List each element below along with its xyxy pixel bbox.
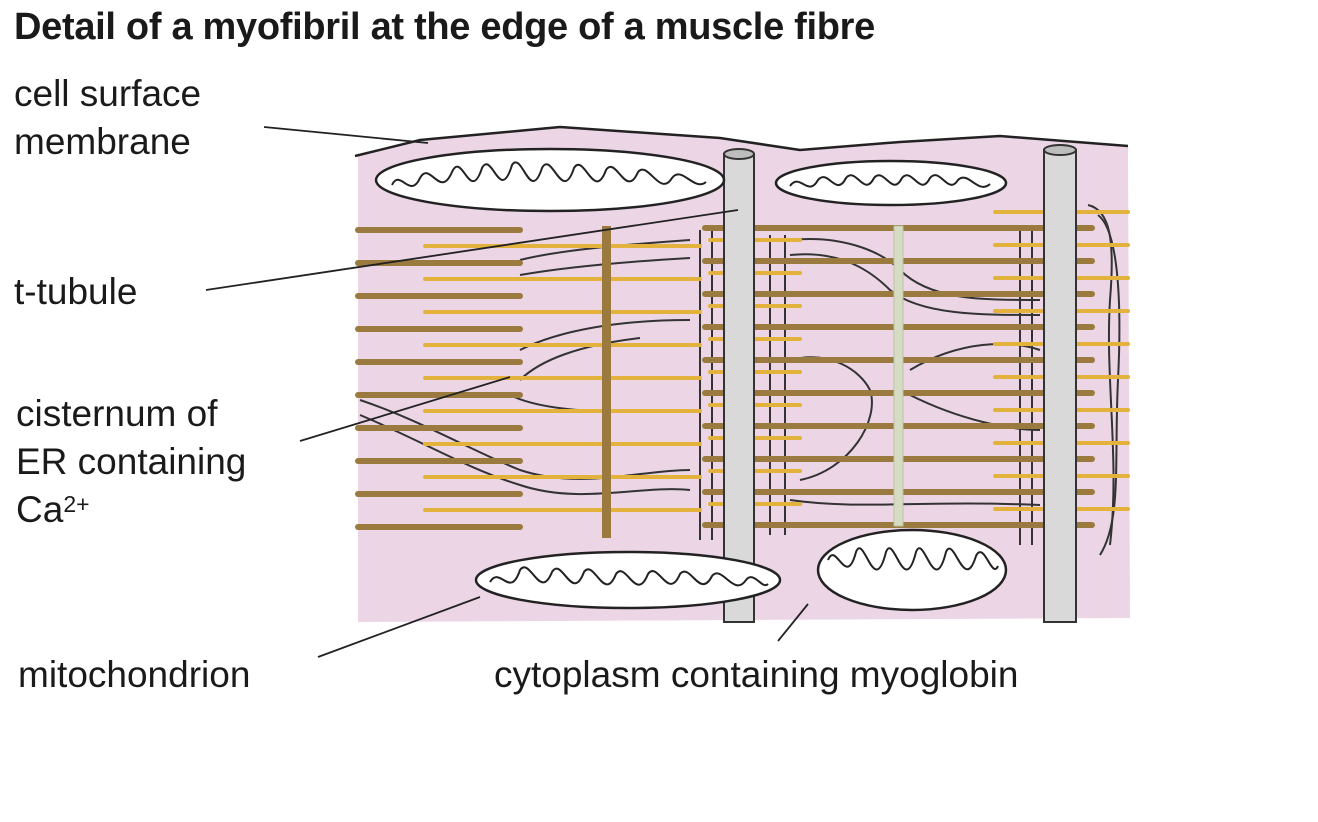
label-cell-surface-membrane: cell surface membrane bbox=[14, 70, 201, 166]
leader-cisternum bbox=[299, 376, 511, 442]
t-tubule-left bbox=[723, 148, 755, 623]
calcium-charge: 2+ bbox=[63, 491, 90, 517]
page-title: Detail of a myofibril at the edge of a m… bbox=[14, 6, 876, 48]
calcium-symbol: Ca bbox=[16, 489, 64, 530]
label-mitochondrion: mitochondrion bbox=[18, 654, 251, 695]
mitochondrion-top-right bbox=[774, 159, 1008, 207]
er-network bbox=[359, 204, 1121, 556]
myofilaments-left bbox=[355, 227, 702, 530]
leader-mitochondrion bbox=[317, 596, 481, 658]
mitochondrion-bottom-right bbox=[816, 528, 1008, 612]
label-cytoplasm: cytoplasm containing myoglobin bbox=[494, 654, 1019, 695]
mitochondrion-top-left bbox=[374, 147, 726, 213]
t-tubule-right bbox=[1043, 144, 1077, 623]
m-line-right bbox=[893, 225, 904, 527]
label-cisternum-line3: Ca2+ bbox=[16, 486, 246, 534]
mitochondrion-bottom-left bbox=[474, 550, 782, 610]
label-cell-surface-line1: cell surface bbox=[14, 73, 202, 114]
leader-t-tubule bbox=[205, 209, 739, 291]
leader-cytoplasm bbox=[777, 603, 809, 642]
leader-cell-surface bbox=[263, 126, 429, 144]
m-line-left bbox=[602, 226, 611, 538]
label-cisternum: cisternum of ER containing Ca2+ bbox=[16, 390, 246, 534]
label-t-tubule: t-tubule bbox=[14, 271, 138, 312]
label-cisternum-line1: cisternum of bbox=[16, 393, 218, 434]
cell-surface-membrane bbox=[354, 125, 1129, 158]
label-cell-surface-line2: membrane bbox=[14, 121, 191, 162]
leader-lines bbox=[205, 126, 809, 658]
label-cisternum-line2: ER containing bbox=[16, 441, 247, 482]
